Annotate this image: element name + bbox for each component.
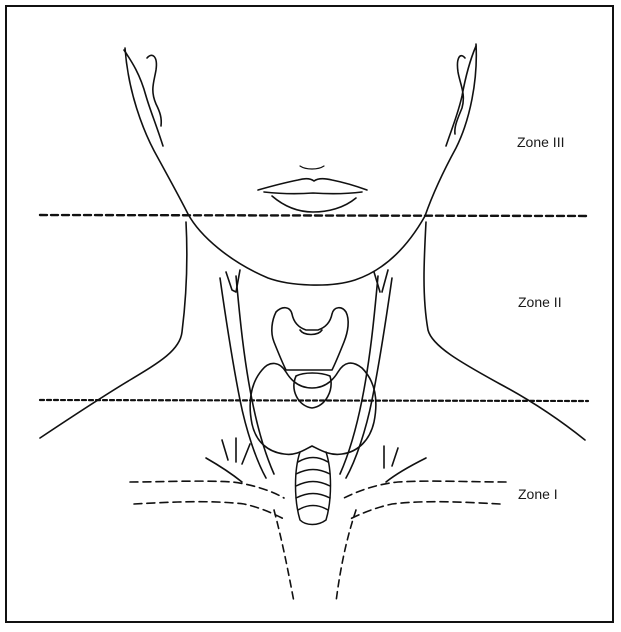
right-clavicle-lower <box>348 502 500 520</box>
left-clavicle-lower <box>134 502 286 520</box>
left-scm-muscle <box>220 278 266 478</box>
cricoid-cartilage <box>294 373 331 408</box>
zone-boundary-lower <box>40 400 588 401</box>
trachea-ring <box>296 482 330 487</box>
thyroid-cartilage <box>272 308 348 370</box>
trachea-ring <box>296 494 330 499</box>
right-neck-side <box>424 222 585 440</box>
right-ear <box>446 46 476 146</box>
sternum-left <box>274 510 294 602</box>
lower-lip <box>272 196 356 212</box>
trachea-ring <box>296 470 330 475</box>
left-scm-muscle-inner <box>236 276 274 474</box>
left-ear-inner <box>147 55 161 126</box>
lip-line <box>264 192 362 194</box>
upper-lip <box>258 179 367 190</box>
trachea <box>296 452 331 525</box>
left-clavicle-upper <box>130 481 284 498</box>
sternum-right <box>336 510 356 602</box>
face-outline <box>125 44 476 285</box>
right-scm-muscle-inner <box>340 276 378 474</box>
right-clavicle-upper <box>344 481 506 498</box>
philtrum-mark <box>300 166 324 169</box>
thyroid-gland <box>250 363 376 454</box>
right-ear-inner <box>455 56 465 134</box>
left-neck-side <box>40 222 187 438</box>
trachea-ring <box>298 458 328 463</box>
right-lower-vessels <box>384 446 426 482</box>
zone-3-label: Zone III <box>517 134 564 150</box>
trachea-ring <box>298 506 328 511</box>
zone-2-label: Zone II <box>518 294 562 310</box>
zone-boundary-upper <box>40 215 588 216</box>
left-lower-vessels <box>206 438 250 482</box>
zone-1-label: Zone I <box>518 486 558 502</box>
trachea-outline <box>296 452 331 525</box>
